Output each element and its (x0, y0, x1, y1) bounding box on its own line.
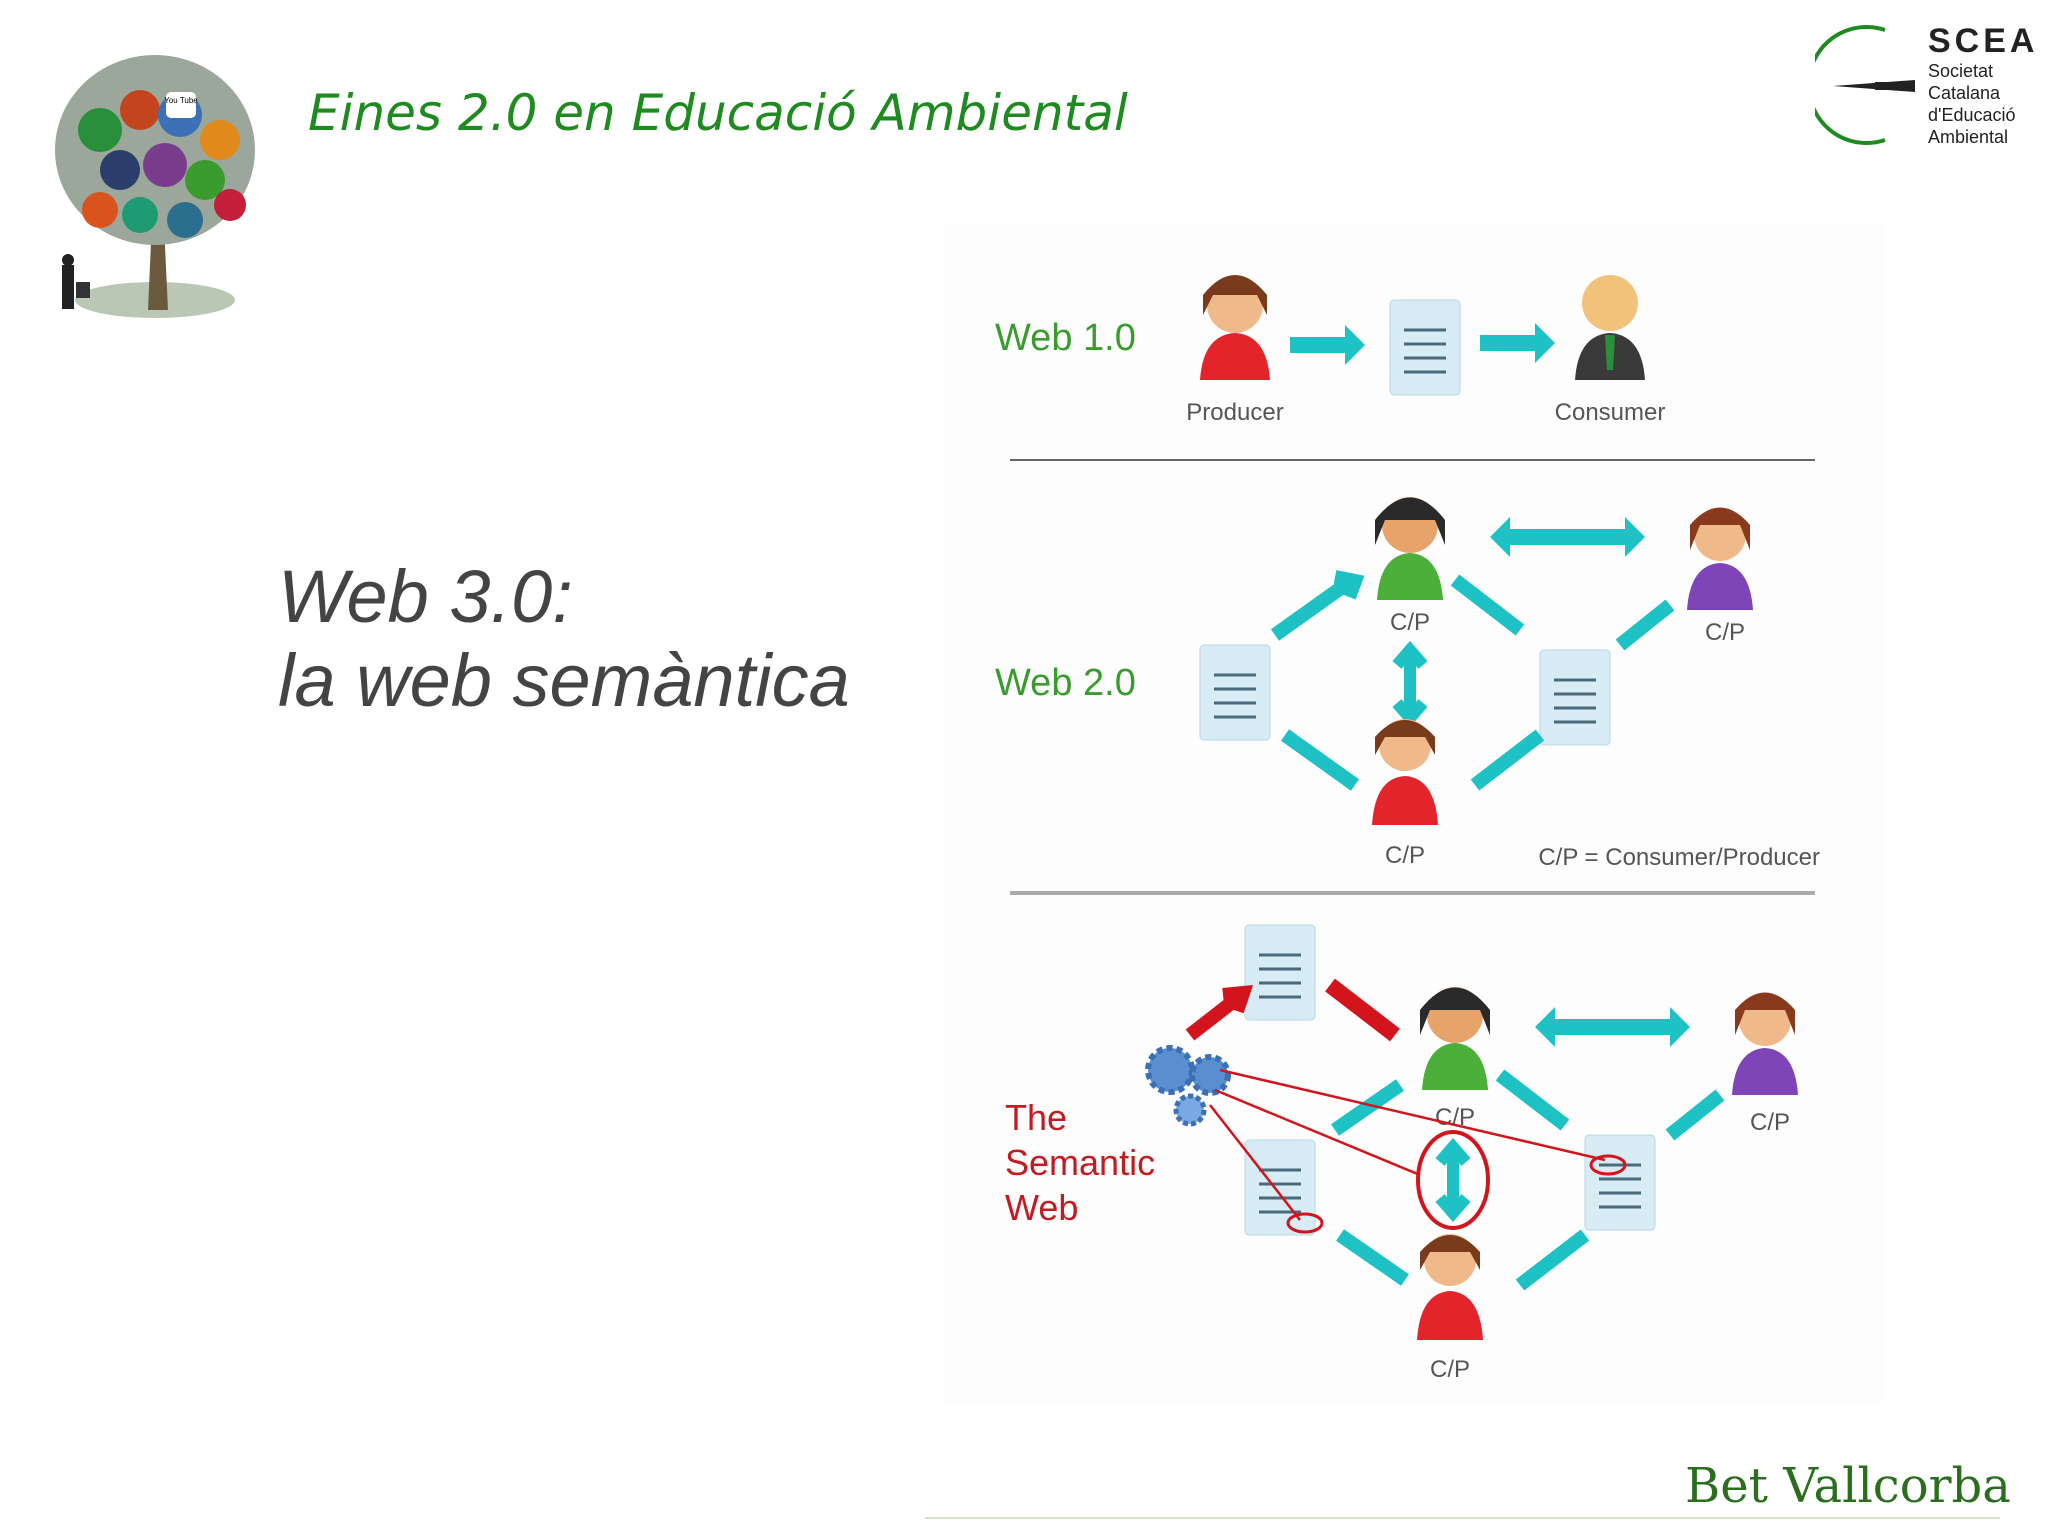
cp-label: C/P (1430, 1356, 1470, 1383)
document-icon (1198, 643, 1272, 742)
scea-line: Societat (1928, 61, 1994, 81)
highlight-ellipse (1416, 1130, 1490, 1230)
header-title: Eines 2.0 en Educació Ambiental (308, 84, 1128, 142)
web10-label: Web 1.0 (995, 317, 1136, 359)
web20-label: Web 2.0 (995, 662, 1136, 704)
document-icon (1388, 298, 1462, 397)
cp-label: C/P (1435, 1104, 1475, 1131)
producer-label: Producer (1186, 399, 1283, 426)
red-arrow-icon (1185, 984, 1254, 1041)
semantic-links (1209, 1068, 1627, 1234)
double-arrow-icon (1490, 517, 1645, 557)
web-evolution-diagram: Web 1.0 Producer Consumer Web 2.0 C/P (945, 225, 1885, 1405)
person-purple-icon (1732, 992, 1798, 1095)
person-red-icon (1417, 1234, 1483, 1340)
document-icon (1243, 923, 1317, 1022)
double-arrow-icon (1535, 1007, 1690, 1047)
vertical-double-arrow-icon (1392, 640, 1428, 728)
scea-line: d'Educació (1928, 105, 2016, 125)
arrow-icon (1270, 570, 1365, 641)
person-red-icon (1372, 719, 1438, 825)
slide-heading-line1: Web 3.0: (278, 555, 573, 638)
person-purple-icon (1687, 507, 1753, 610)
author-name: Bet Vallcorba (1685, 1458, 2011, 1514)
scea-fullname: Societat Catalana d'Educació Ambiental (1928, 60, 2016, 148)
arrow-icon (1336, 1229, 1409, 1286)
arrow-right-icon (1480, 323, 1555, 363)
person-green-icon (1420, 987, 1490, 1090)
slide-heading: Web 3.0: la web semàntica (278, 555, 850, 723)
scea-line: Catalana (1928, 83, 2001, 103)
semantic-label-line: Web (1005, 1187, 1078, 1228)
arrow-icon (1515, 1229, 1590, 1291)
scea-acronym: SCEA (1928, 22, 2039, 60)
consumer-person-icon (1575, 275, 1645, 380)
footer-divider (925, 1517, 2000, 1519)
gears-icon (1145, 1045, 1231, 1127)
scea-line: Ambiental (1928, 127, 2009, 147)
cp-label: C/P (1390, 609, 1430, 636)
document-icon (1538, 648, 1612, 747)
red-double-arrow-icon (1325, 978, 1400, 1042)
semantic-label-line: The (1005, 1097, 1067, 1138)
arrow-right-icon (1290, 325, 1365, 365)
producer-person-icon (1200, 275, 1270, 380)
cp-label: C/P (1705, 619, 1745, 646)
person-green-icon (1375, 497, 1445, 600)
document-icon (1583, 1133, 1657, 1232)
vertical-double-arrow-icon (1435, 1137, 1471, 1223)
semantic-label-line: Semantic (1005, 1142, 1155, 1183)
consumer-label: Consumer (1555, 399, 1666, 426)
cp-legend: C/P = Consumer/Producer (1538, 844, 1820, 871)
arrow-icon (1280, 729, 1360, 791)
document-icon (1243, 1138, 1317, 1237)
arrow-icon (1450, 574, 1525, 636)
arrow-icon (1470, 729, 1545, 791)
arrow-icon (1615, 599, 1675, 651)
arrow-icon (1331, 1079, 1404, 1136)
arrow-icon (1665, 1089, 1725, 1141)
tree-logo: You Tube (40, 30, 270, 330)
arrow-icon (1495, 1069, 1570, 1131)
cp-label: C/P (1385, 842, 1425, 869)
slide-heading-line2: la web semàntica (278, 639, 850, 722)
cp-label: C/P (1750, 1109, 1790, 1136)
youtube-badge-text: You Tube (164, 96, 198, 105)
